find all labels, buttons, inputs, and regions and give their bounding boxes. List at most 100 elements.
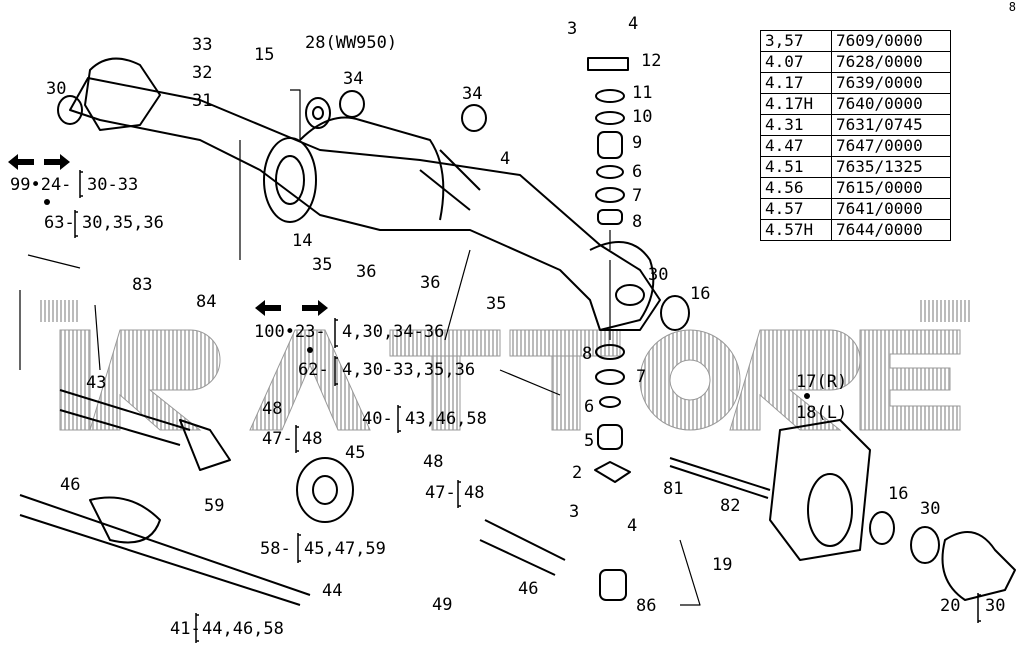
seal-16-top xyxy=(660,295,690,331)
callout-34: 34 xyxy=(343,69,364,89)
ratio-value: 4.51 xyxy=(760,156,832,178)
ratio-code: 7647/0000 xyxy=(831,135,951,157)
group-47b-list: 48 xyxy=(464,483,485,503)
callout-19: 19 xyxy=(712,555,733,575)
callout-32: 32 xyxy=(192,63,213,83)
callout-84: 84 xyxy=(196,292,217,312)
group-63-prefix: 63- xyxy=(44,213,75,233)
callout-34: 34 xyxy=(462,84,483,104)
left-pivot xyxy=(84,57,161,131)
group-58-list: 45,47,59 xyxy=(304,539,386,559)
shaft-43 xyxy=(59,389,191,446)
ratio-value: 4.17 xyxy=(760,72,832,94)
group-63-list: 30,35,36 xyxy=(82,213,164,233)
callout-16: 16 xyxy=(888,484,909,504)
group-40-list: 43,46,58 xyxy=(405,409,487,429)
ratio-value: 3,57 xyxy=(760,30,832,52)
group-47b-prefix: 47- xyxy=(425,483,456,503)
callout-18-left: 18(L) xyxy=(796,403,848,423)
callout-8: 8 xyxy=(632,212,643,232)
ratio-value: 4.17H xyxy=(760,93,832,115)
group-100-prefix: 100•23- xyxy=(254,322,326,342)
group-41-prefix: 41- xyxy=(170,619,201,639)
callout-3: 3 xyxy=(567,19,578,39)
ratio-value: 4.57 xyxy=(760,198,832,220)
callout-46: 46 xyxy=(518,579,539,599)
callout-33: 33 xyxy=(192,35,213,55)
callout-81: 81 xyxy=(663,479,684,499)
callout-36: 36 xyxy=(356,262,377,282)
ratio-value: 4.57H xyxy=(760,219,832,241)
group-58-prefix: 58- xyxy=(260,539,291,559)
callout-48: 48 xyxy=(262,399,283,419)
ratio-value: 4.07 xyxy=(760,51,832,73)
callout-7: 7 xyxy=(636,367,647,387)
callout-36: 36 xyxy=(420,273,441,293)
callout-12: 12 xyxy=(641,51,662,71)
callout-3: 3 xyxy=(569,502,580,522)
callout-43: 43 xyxy=(86,373,107,393)
group-100-list: 4,30,34-36 xyxy=(342,322,445,342)
group-62-prefix: 62- xyxy=(298,360,329,380)
callout-86: 86 xyxy=(636,596,657,616)
ratio-code: 7609/0000 xyxy=(831,30,951,52)
group-40-prefix: 40- xyxy=(362,409,393,429)
callout-6: 6 xyxy=(584,397,595,417)
callout-35: 35 xyxy=(312,255,333,275)
callout-4: 4 xyxy=(627,516,638,536)
ratio-code: 7639/0000 xyxy=(831,72,951,94)
group-47a-prefix: 47- xyxy=(262,429,293,449)
page-number: 8 xyxy=(1008,0,1016,14)
callout-45: 45 xyxy=(345,443,366,463)
callout-83: 83 xyxy=(132,275,153,295)
ratio-value: 4.56 xyxy=(760,177,832,199)
watermark xyxy=(40,300,970,431)
ratio-code: 7644/0000 xyxy=(831,219,951,241)
group-41-list: 44,46,58 xyxy=(202,619,284,639)
ratio-code: 7635/1325 xyxy=(831,156,951,178)
callout-44: 44 xyxy=(322,581,343,601)
callout-35: 35 xyxy=(486,294,507,314)
callout-4: 4 xyxy=(628,14,639,34)
callout-9: 9 xyxy=(632,133,643,153)
differential-flange xyxy=(263,137,317,223)
group-99-list: 30-33 xyxy=(87,175,139,195)
callout-30: 30 xyxy=(46,79,67,99)
group-47a-list: 48 xyxy=(302,429,323,449)
ratio-value: 4.47 xyxy=(760,135,832,157)
callout-4: 4 xyxy=(500,149,511,169)
shaft-44-46 xyxy=(19,494,311,606)
joint-45 xyxy=(296,457,354,523)
group-20-list: 30 xyxy=(985,596,1006,616)
group-62-list: 4,30-33,35,36 xyxy=(342,360,476,380)
wheel-hub xyxy=(941,531,1016,601)
callout-46: 46 xyxy=(60,475,81,495)
callout-8: 8 xyxy=(582,344,593,364)
callout-30: 30 xyxy=(648,265,669,285)
ratio-code: 7615/0000 xyxy=(831,177,951,199)
callout-48: 48 xyxy=(423,452,444,472)
ratio-code: 7628/0000 xyxy=(831,51,951,73)
callout-2: 2 xyxy=(572,463,583,483)
callout-10: 10 xyxy=(632,107,653,127)
group-99-prefix: 99•24- xyxy=(10,175,72,195)
callout-5: 5 xyxy=(584,431,595,451)
axle-housing xyxy=(69,77,661,331)
steering-knuckle xyxy=(769,419,871,561)
callout-14: 14 xyxy=(292,231,313,251)
callout-49: 49 xyxy=(432,595,453,615)
callout-11: 11 xyxy=(632,83,653,103)
ratio-code: 7631/0745 xyxy=(831,114,951,136)
callout-15: 15 xyxy=(254,45,275,65)
callout-28: 28(WW950) xyxy=(305,33,398,53)
